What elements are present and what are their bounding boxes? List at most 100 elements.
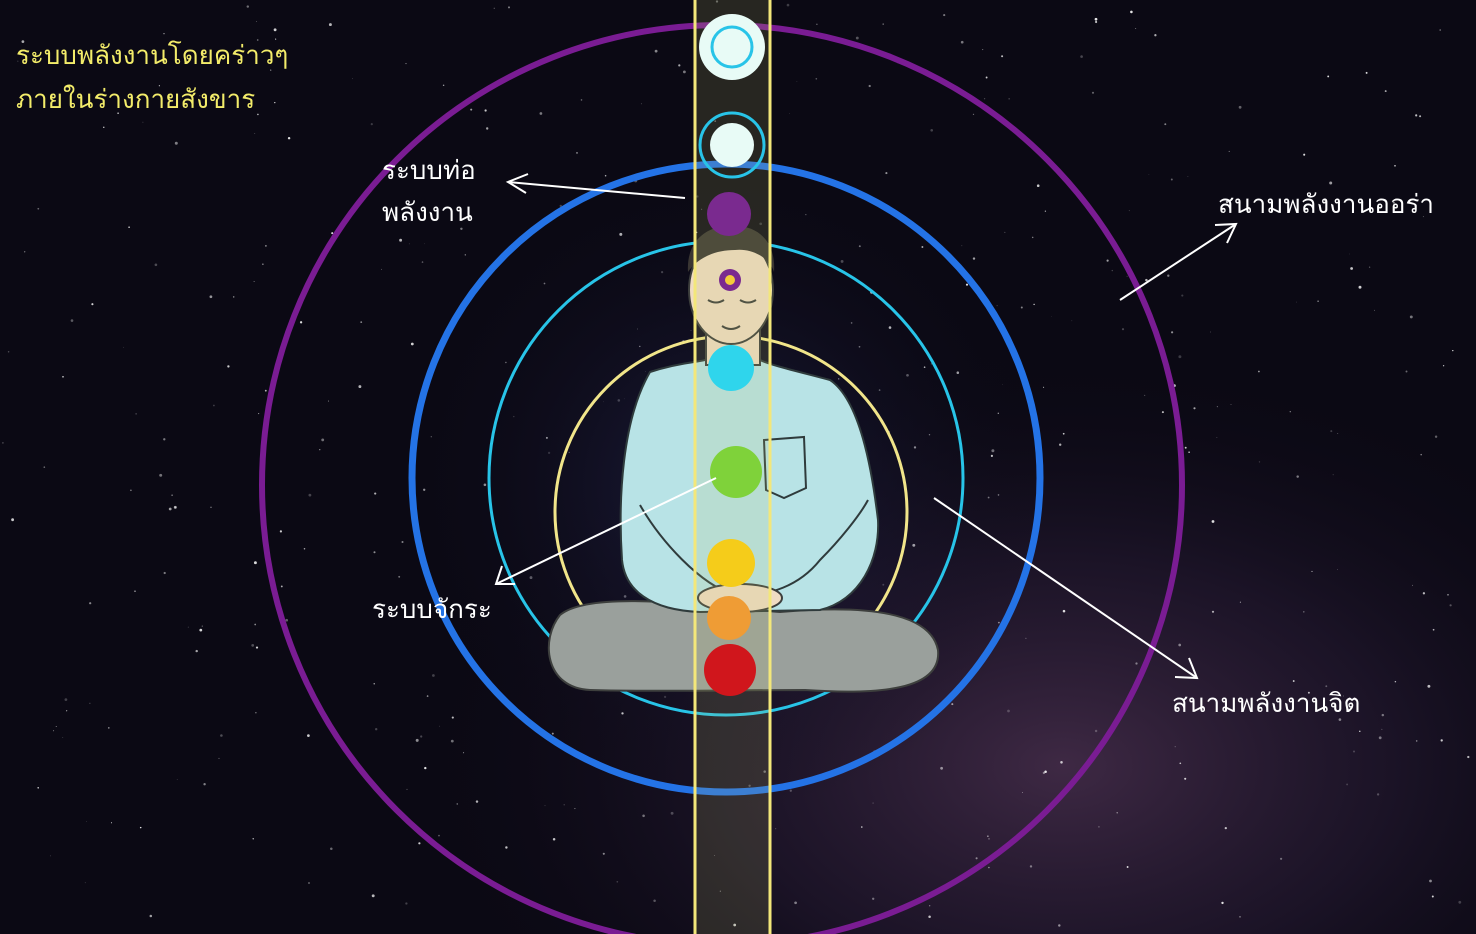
star	[168, 507, 172, 511]
star	[264, 389, 267, 392]
star	[381, 268, 383, 270]
star	[31, 106, 33, 108]
star	[135, 413, 137, 415]
star	[1248, 211, 1250, 213]
star	[715, 0, 719, 3]
star	[1394, 680, 1397, 683]
star	[210, 506, 212, 508]
star	[330, 847, 333, 850]
star	[421, 261, 424, 263]
star	[280, 585, 283, 588]
star	[220, 734, 223, 737]
star	[7, 351, 10, 353]
star	[439, 725, 440, 727]
star	[1434, 435, 1438, 438]
star	[308, 493, 312, 497]
star	[1376, 793, 1380, 796]
star	[1365, 71, 1368, 74]
star	[872, 897, 875, 900]
star	[287, 136, 291, 140]
star	[1332, 474, 1334, 476]
star	[1427, 684, 1431, 688]
star	[1031, 236, 1034, 239]
star	[399, 238, 403, 242]
star	[1094, 17, 1098, 21]
star	[1022, 792, 1023, 793]
star	[960, 40, 964, 44]
star	[682, 70, 686, 74]
star	[1007, 709, 1010, 713]
star	[1384, 90, 1387, 93]
chakra-crown-outer-inner-ring	[710, 25, 754, 69]
star	[505, 846, 508, 849]
label-energy-channel: ระบบท่อ พลังงาน	[382, 150, 476, 234]
arrow-mind-field	[933, 497, 1199, 680]
star	[319, 449, 321, 451]
star	[815, 78, 818, 80]
star	[373, 551, 376, 554]
star	[1350, 267, 1353, 270]
arrow-channel	[505, 173, 686, 199]
star	[1292, 680, 1295, 682]
star	[987, 835, 989, 837]
star	[1239, 916, 1241, 918]
star	[142, 121, 144, 123]
star	[1020, 306, 1023, 309]
star	[1224, 826, 1227, 830]
star	[1405, 370, 1408, 373]
chakra-sacral	[707, 596, 751, 640]
arrow-chakra	[494, 477, 717, 585]
chakra-crown-inner-halo	[698, 111, 766, 179]
star	[43, 466, 46, 468]
star	[1432, 628, 1435, 631]
star	[1420, 453, 1422, 456]
star	[149, 914, 153, 918]
star	[1184, 777, 1187, 780]
star	[1145, 278, 1148, 282]
star	[1210, 331, 1211, 333]
star	[110, 822, 113, 824]
star	[1193, 407, 1196, 410]
star	[574, 808, 576, 810]
chakra-solar-plexus	[707, 539, 755, 587]
star	[253, 281, 255, 282]
star	[358, 385, 362, 389]
star	[262, 263, 264, 265]
star	[1303, 153, 1306, 156]
star	[930, 128, 934, 132]
chakra-crown-outer	[699, 14, 765, 80]
star	[1029, 865, 1033, 868]
star	[868, 84, 871, 88]
star	[1135, 28, 1137, 29]
star	[405, 63, 407, 65]
star	[159, 473, 163, 477]
star	[1033, 303, 1035, 306]
third-eye-center	[725, 275, 735, 285]
star	[719, 890, 721, 892]
star	[1091, 91, 1095, 94]
star	[273, 28, 277, 32]
star	[375, 728, 378, 731]
star	[1442, 365, 1445, 367]
star	[352, 78, 353, 80]
star	[1184, 446, 1187, 449]
star	[1161, 411, 1164, 414]
star	[50, 855, 51, 857]
star	[616, 880, 619, 883]
star	[940, 766, 943, 770]
star	[1044, 210, 1047, 212]
label-mind-field: สนามพลังงานจิต	[1172, 689, 1361, 719]
star	[251, 644, 255, 647]
star	[1239, 601, 1241, 603]
star	[580, 99, 583, 101]
star	[1080, 55, 1083, 58]
diagram-title: ระบบพลังงานโดยคร่าวๆ ภายในร่างกายสังขาร	[16, 34, 288, 122]
star	[285, 618, 289, 622]
star	[985, 76, 988, 79]
star	[507, 6, 511, 9]
star	[1392, 201, 1395, 204]
star	[1467, 755, 1470, 759]
star	[1225, 200, 1229, 204]
star	[91, 303, 94, 306]
star	[451, 716, 454, 719]
